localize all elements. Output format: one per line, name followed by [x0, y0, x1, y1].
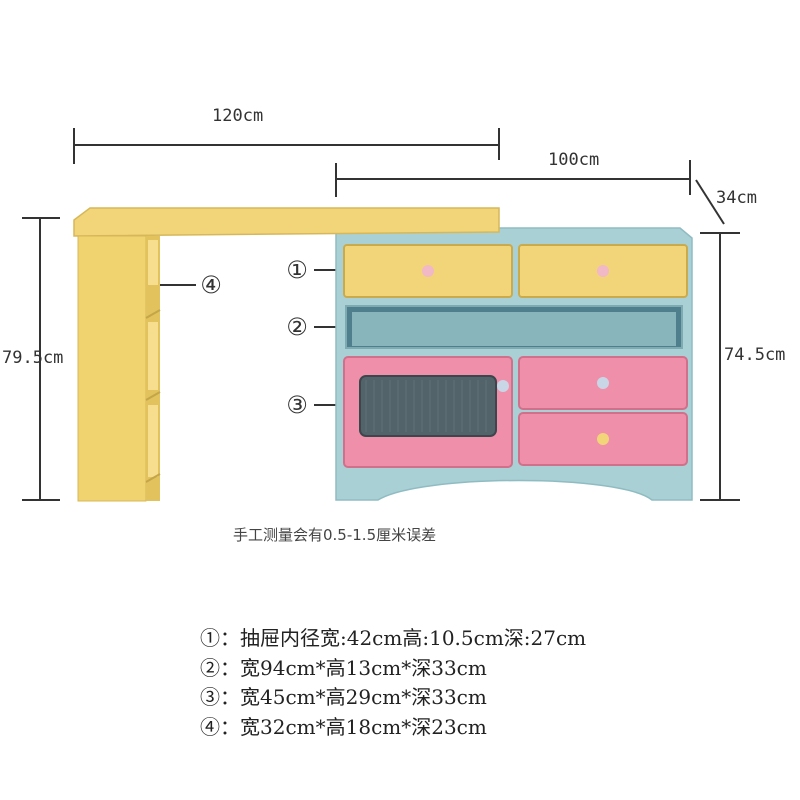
spec-line-2: ②：宽94cm*高13cm*深33cm	[200, 656, 487, 680]
cabinet-width-label: 100cm	[548, 150, 600, 170]
cabinet-height-label: 74.5cm	[724, 345, 786, 365]
measurement-note: 手工测量会有0.5-1.5厘米误差	[233, 526, 437, 544]
dimension-lines	[22, 128, 740, 501]
desk-height-label: 79.5cm	[2, 348, 64, 368]
spec-line-4: ④：宽32cm*高18cm*深23cm	[200, 715, 487, 739]
spec-line-3: ③：宽45cm*高29cm*深33cm	[200, 685, 487, 709]
depth-label: 34cm	[716, 188, 757, 208]
callout-3: ③	[286, 391, 308, 419]
spec-line-1: ①：抽屉内径宽:42cm高:10.5cm深:27cm	[200, 626, 587, 650]
callout-1: ①	[286, 256, 308, 284]
callout-4: ④	[200, 271, 222, 299]
callout-2: ②	[286, 313, 308, 341]
desk	[73, 207, 500, 502]
desk-width-label: 120cm	[212, 106, 264, 126]
cabinet	[335, 227, 693, 501]
